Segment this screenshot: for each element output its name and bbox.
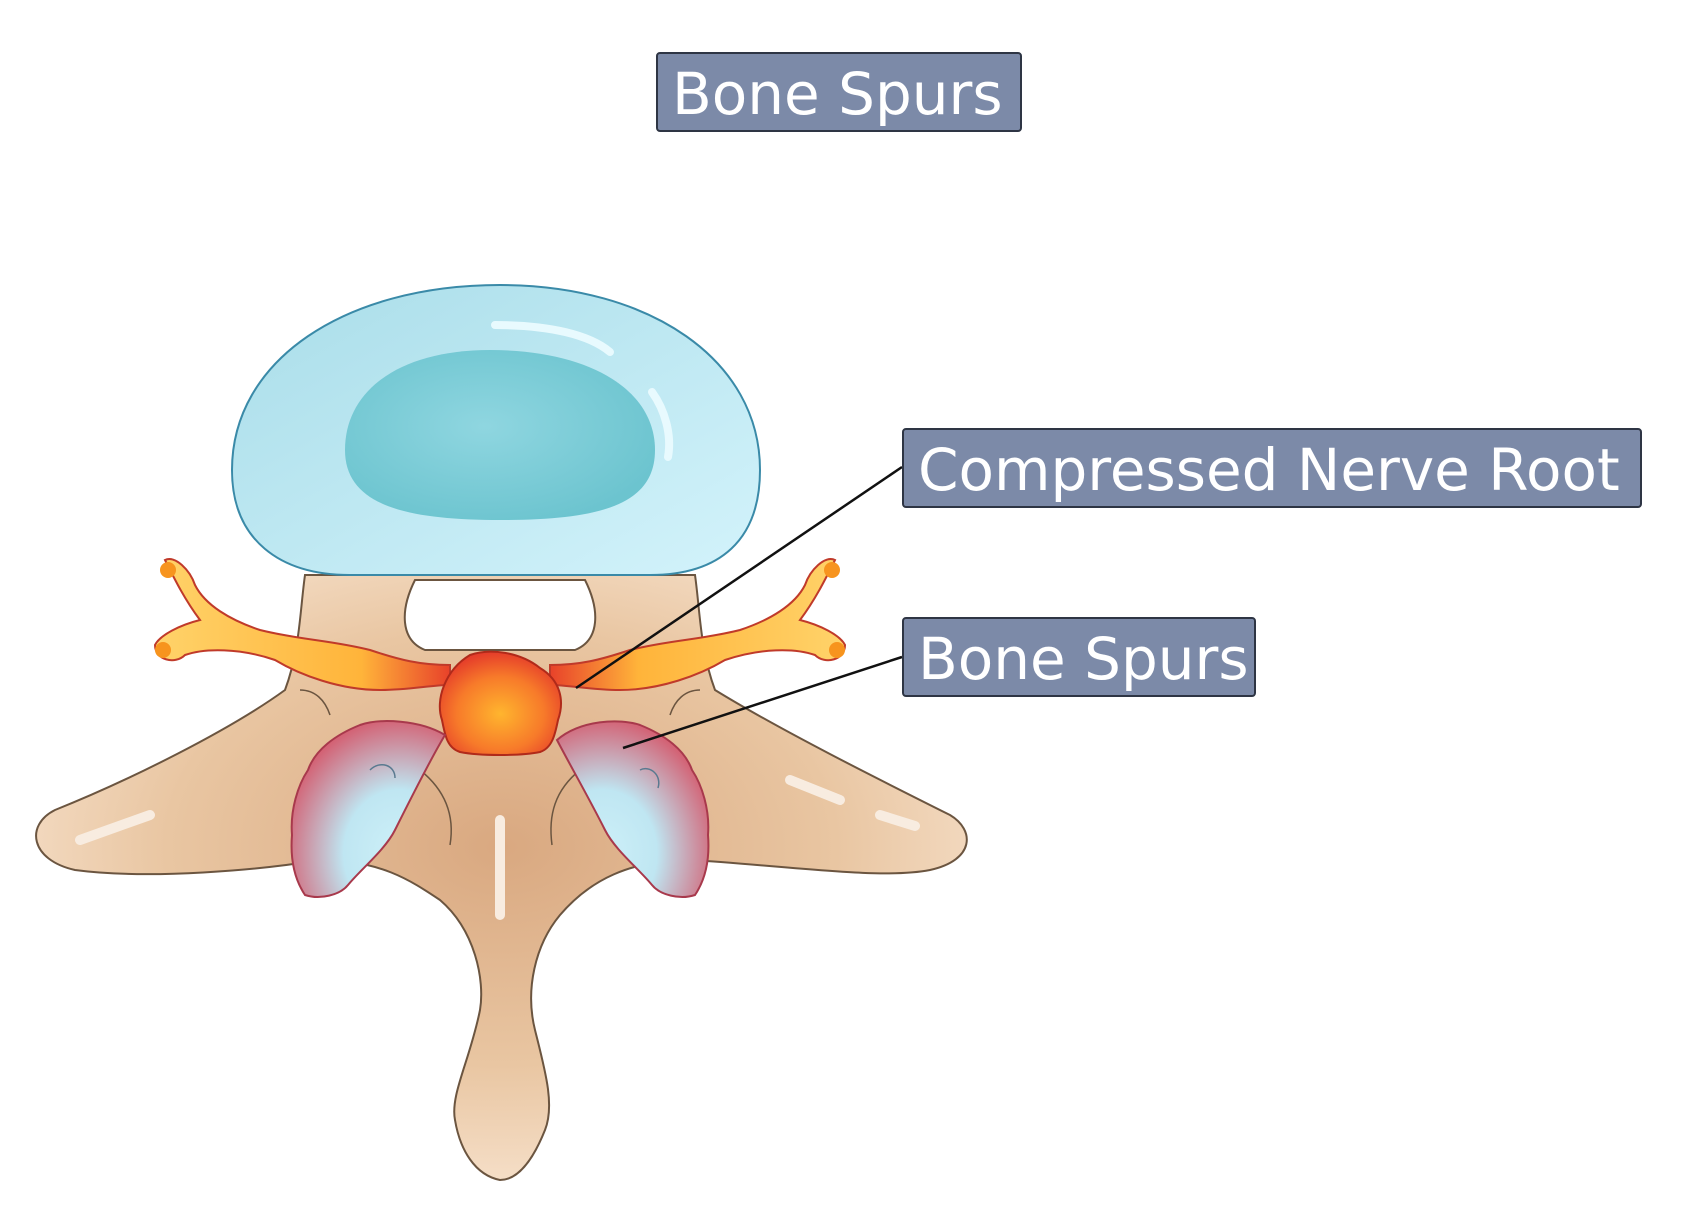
bone-highlight-right-1 [785, 775, 845, 805]
compressed-nerve-root [438, 650, 562, 756]
disc-highlight-top [491, 321, 614, 356]
diagram-title: Bone Spurs [656, 52, 1022, 132]
nerve-right [549, 558, 847, 692]
leader-line-nerve [575, 465, 903, 690]
bone-contour-left-top [299, 689, 331, 716]
disc-highlight-right [648, 388, 674, 461]
bone-contour-right-top [669, 689, 701, 716]
bone-spur-right [555, 720, 710, 898]
nerve-end-left-top [160, 562, 176, 578]
label-bone-spurs: Bone Spurs [902, 617, 1256, 697]
bone-spur-left [290, 720, 447, 898]
leader-line-spurs [622, 655, 903, 750]
bone-contour-right [550, 769, 581, 846]
nerve-end-left-bottom [155, 642, 171, 658]
disc-nucleus [345, 350, 655, 520]
label-compressed-nerve-root: Compressed Nerve Root [902, 428, 1642, 508]
nerve-end-right-top [824, 562, 840, 578]
spur-bump-left [369, 763, 396, 779]
bone-highlight-right-2 [875, 810, 920, 831]
nerve-end-right-bottom [829, 642, 845, 658]
bone-highlight-left [75, 810, 155, 845]
spinal-canal [403, 579, 597, 651]
spur-bump-right [639, 768, 660, 789]
nerve-left [153, 558, 451, 692]
bone-contour-left [419, 769, 452, 846]
